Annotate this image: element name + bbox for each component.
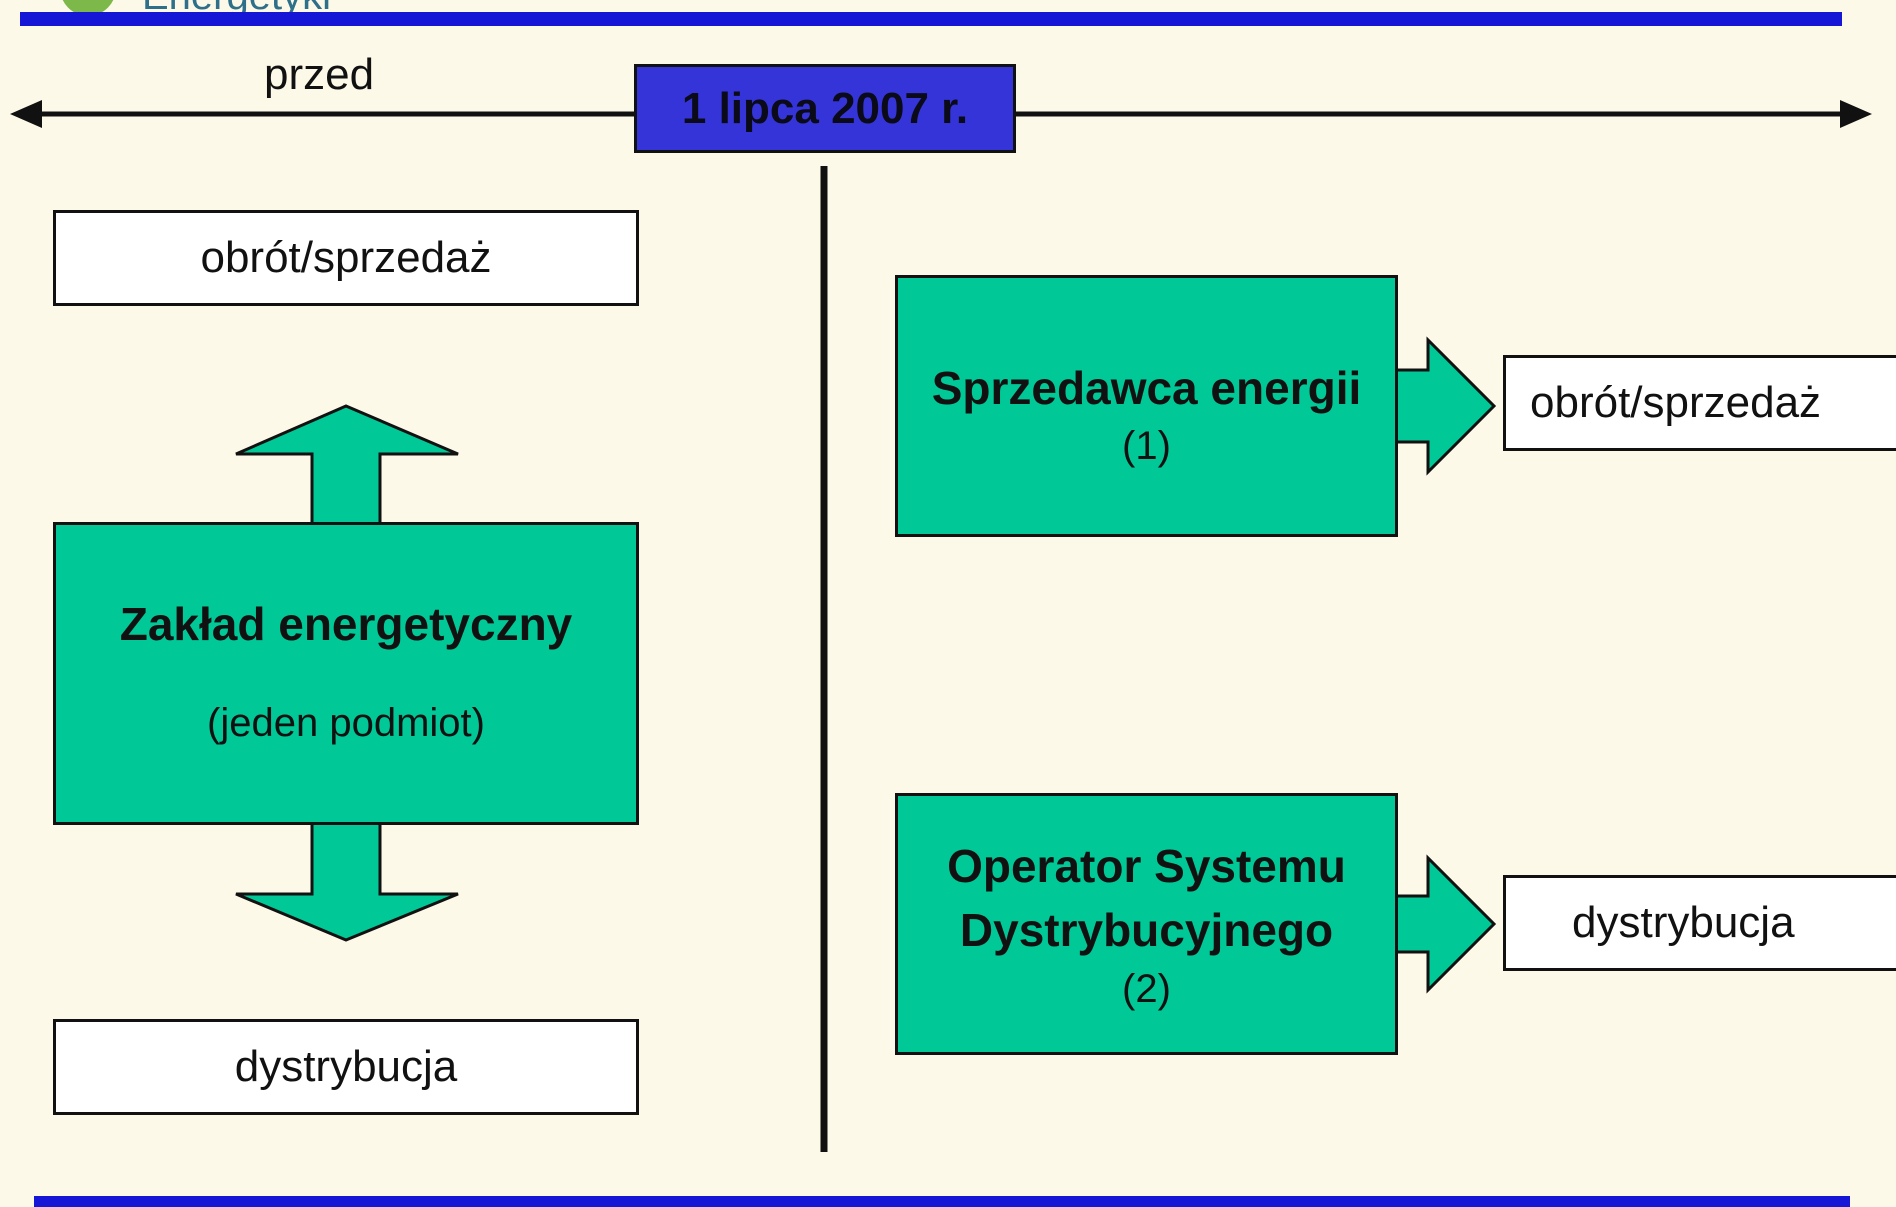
top-divider-bar xyxy=(20,12,1842,26)
dso-title-line2: Dystrybucyjnego xyxy=(959,904,1334,957)
timeline-arrow-left xyxy=(10,100,42,128)
arrow-down-icon xyxy=(235,820,459,942)
timeline-before-label: przed xyxy=(264,50,375,99)
seller-title: Sprzedawca energii xyxy=(931,362,1362,414)
arrow-right-icon-dso xyxy=(1392,854,1497,994)
seller-box: Sprzedawca energii (1) xyxy=(895,275,1398,537)
bottom-divider-bar xyxy=(34,1196,1850,1207)
right-sales-box: obrót/sprzedaż xyxy=(1503,355,1896,451)
left-sales-box: obrót/sprzedaż xyxy=(53,210,639,306)
arrow-up-icon xyxy=(235,404,459,526)
dso-number: (2) xyxy=(1122,966,1171,1011)
arrow-right-icon-seller xyxy=(1392,336,1497,476)
dso-box: Operator Systemu Dystrybucyjnego (2) xyxy=(895,793,1398,1055)
date-box: 1 lipca 2007 r. xyxy=(634,64,1016,153)
dso-title-line1: Operator Systemu xyxy=(947,840,1346,892)
utility-title: Zakład energetyczny xyxy=(119,598,573,651)
left-utility-box: Zakład energetyczny (jeden podmiot) xyxy=(53,522,639,825)
utility-subtitle: (jeden podmiot) xyxy=(207,700,485,745)
left-distribution-box: dystrybucja xyxy=(53,1019,639,1115)
right-distribution-box: dystrybucja xyxy=(1503,875,1896,971)
timeline-arrow-right xyxy=(1840,100,1872,128)
seller-number: (1) xyxy=(1122,424,1171,469)
